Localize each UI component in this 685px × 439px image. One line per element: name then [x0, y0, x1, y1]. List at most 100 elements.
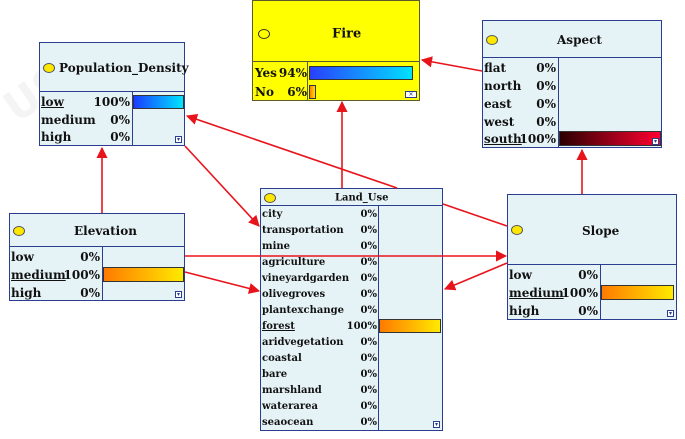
state-row-low[interactable]: low 100%: [40, 93, 130, 111]
state-label: city: [262, 208, 283, 220]
state-row-aridvegetation[interactable]: aridvegetation 0%: [261, 334, 377, 350]
state-label: medium: [509, 285, 564, 300]
fire-node[interactable]: Fire Yes 94% No 6% ✕: [252, 0, 420, 101]
slope-node-states: low 0% medium 100% high 0% ▾: [508, 265, 676, 319]
state-label: olivegroves: [262, 288, 326, 300]
node-title: Aspect: [557, 33, 602, 47]
state-row-south[interactable]: south 100%: [483, 130, 556, 147]
node-menu-icon[interactable]: ✕: [405, 91, 417, 98]
state-row-no[interactable]: No 6%: [253, 83, 307, 101]
fire-node-states: Yes 94% No 6% ✕: [253, 62, 419, 100]
state-value: 0%: [360, 288, 377, 300]
state-value: 100%: [93, 95, 130, 109]
state-row-city[interactable]: city 0%: [261, 206, 377, 222]
state-label: north: [484, 78, 522, 93]
arrow-landuse-to-population: [185, 113, 398, 189]
land-use-node-header[interactable]: Land_Use: [261, 189, 442, 206]
node-status-dot-icon: [511, 225, 523, 235]
node-menu-icon[interactable]: ▾: [175, 136, 182, 143]
node-menu-icon[interactable]: ▾: [667, 310, 674, 317]
state-label: seaocean: [262, 416, 314, 428]
state-label: coastal: [262, 352, 302, 364]
state-bar-medium: [103, 267, 184, 282]
slope-node[interactable]: Slope low 0% medium 100% high 0% ▾: [507, 194, 677, 320]
state-value: 0%: [360, 272, 377, 284]
state-row-yes[interactable]: Yes 94%: [253, 64, 307, 82]
state-value: 0%: [360, 336, 377, 348]
state-row-flat[interactable]: flat 0%: [483, 59, 556, 76]
state-value: 0%: [536, 60, 556, 75]
state-row-east[interactable]: east 0%: [483, 95, 556, 112]
state-value: 0%: [536, 96, 556, 111]
node-title: Fire: [332, 26, 362, 42]
state-bar-no: [309, 85, 316, 99]
state-row-north[interactable]: north 0%: [483, 77, 556, 94]
state-label: aridvegetation: [262, 336, 344, 348]
state-value: 0%: [360, 224, 377, 236]
state-label: east: [484, 96, 512, 111]
column-divider: [558, 58, 559, 147]
state-label: low: [41, 95, 64, 109]
state-value: 0%: [360, 304, 377, 316]
population-density-node[interactable]: Population_Density low 100% medium 0% hi…: [39, 42, 189, 146]
state-value: 100%: [346, 320, 377, 332]
slope-node-header[interactable]: Slope: [508, 195, 676, 265]
node-status-dot-icon: [43, 63, 55, 73]
state-value: 0%: [360, 208, 377, 220]
state-row-medium[interactable]: medium 0%: [40, 111, 130, 129]
elevation-node[interactable]: Elevation low 0% medium 100% high 0% ▾: [9, 213, 185, 301]
node-menu-icon[interactable]: ▾: [175, 291, 182, 298]
state-label: high: [11, 285, 42, 300]
state-label: low: [11, 249, 34, 264]
state-label: marshland: [262, 384, 322, 396]
state-row-high[interactable]: high 0%: [40, 128, 130, 146]
aspect-node-header[interactable]: Aspect: [483, 21, 661, 58]
column-divider: [307, 62, 308, 100]
fire-node-header[interactable]: Fire: [253, 1, 419, 62]
state-bar-south: [559, 131, 661, 146]
aspect-node[interactable]: Aspect flat 0% north 0% east 0% west 0% …: [482, 20, 662, 148]
population-density-node-states: low 100% medium 0% high 0% ▾: [40, 92, 184, 145]
state-row-medium[interactable]: medium 100%: [10, 266, 100, 283]
state-label: west: [484, 114, 515, 129]
state-row-low[interactable]: low 0%: [508, 266, 598, 283]
state-row-coastal[interactable]: coastal 0%: [261, 350, 377, 366]
node-title: Slope: [582, 224, 620, 238]
state-row-high[interactable]: high 0%: [508, 302, 598, 319]
state-row-olivegroves[interactable]: olivegroves 0%: [261, 286, 377, 302]
state-value: 0%: [80, 249, 100, 264]
elevation-node-header[interactable]: Elevation: [10, 214, 184, 247]
state-label: mine: [262, 240, 291, 252]
state-value: 100%: [63, 267, 100, 282]
node-menu-icon[interactable]: ▾: [433, 421, 440, 428]
state-row-low[interactable]: low 0%: [10, 248, 100, 265]
state-row-high[interactable]: high 0%: [10, 284, 100, 301]
arrow-slope-to-population: [442, 203, 508, 227]
state-value: 94%: [278, 66, 307, 80]
state-value: 0%: [110, 113, 130, 127]
state-value: 0%: [536, 78, 556, 93]
elevation-node-states: low 0% medium 100% high 0% ▾: [10, 247, 184, 300]
population-density-node-header[interactable]: Population_Density: [40, 43, 189, 92]
aspect-node-states: flat 0% north 0% east 0% west 0% south 1…: [483, 58, 661, 147]
state-label: transportation: [262, 224, 344, 236]
node-menu-icon[interactable]: ▾: [652, 138, 659, 145]
state-value: 100%: [561, 285, 598, 300]
state-row-transportation[interactable]: transportation 0%: [261, 222, 377, 238]
arrow-slope-to-landuse: [443, 262, 508, 291]
state-value: 0%: [360, 352, 377, 364]
node-status-dot-icon: [258, 29, 270, 39]
state-row-medium[interactable]: medium 100%: [508, 284, 598, 301]
state-row-west[interactable]: west 0%: [483, 113, 556, 130]
